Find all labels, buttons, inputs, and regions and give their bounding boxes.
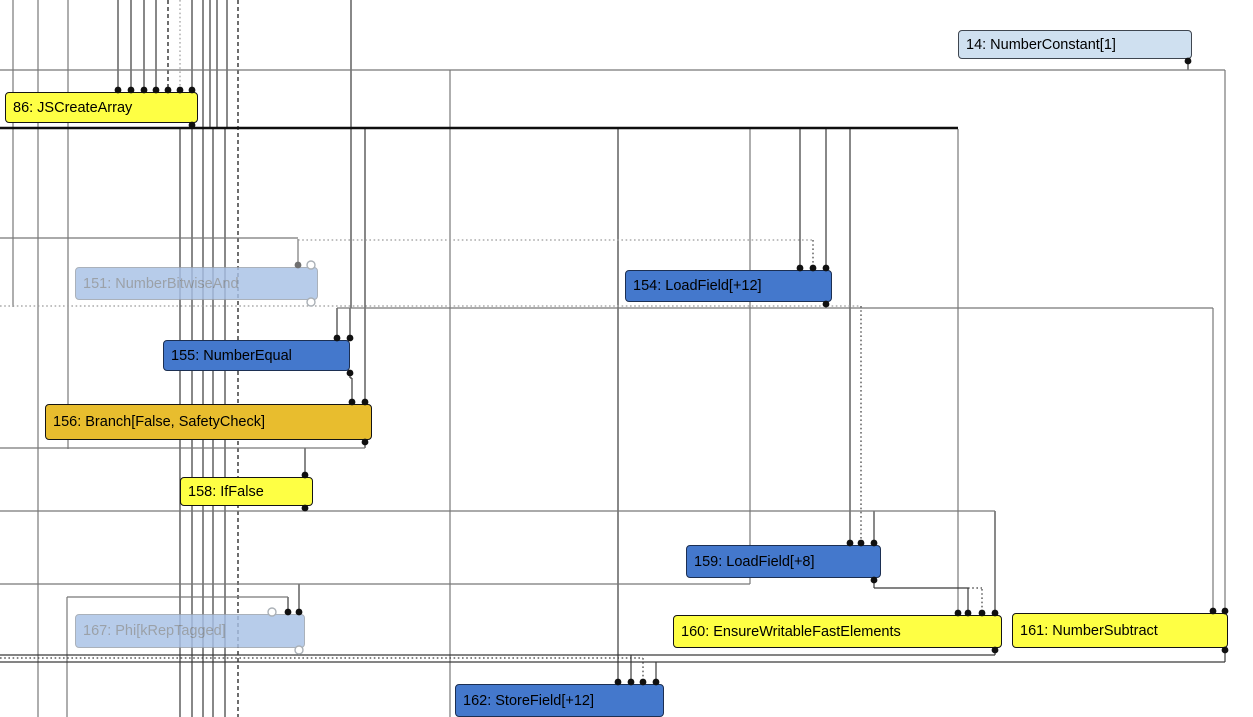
node-label: 86: JSCreateArray [13,99,133,116]
node-155[interactable]: 155: NumberEqual [163,340,350,371]
node-167[interactable]: 167: Phi[kRepTagged] [75,614,305,648]
node-158[interactable]: 158: IfFalse [180,477,313,506]
node-label: 158: IfFalse [188,483,264,500]
node-156[interactable]: 156: Branch[False, SafetyCheck] [45,404,372,440]
node-label: 14: NumberConstant[1] [966,36,1116,53]
node-label: 160: EnsureWritableFastElements [681,623,901,640]
node-label: 154: LoadField[+12] [633,278,762,294]
node-label: 167: Phi[kRepTagged] [83,623,226,639]
node-14[interactable]: 14: NumberConstant[1] [958,30,1192,59]
node-86[interactable]: 86: JSCreateArray [5,92,198,123]
node-label: 151: NumberBitwiseAnd [83,275,239,292]
node-159[interactable]: 159: LoadField[+8] [686,545,881,578]
node-label: 155: NumberEqual [171,347,292,364]
node-161[interactable]: 161: NumberSubtract [1012,613,1228,648]
node-label: 159: LoadField[+8] [694,553,815,570]
node-label: 161: NumberSubtract [1020,622,1158,639]
node-label: 162: StoreField[+12] [463,692,594,709]
node-154[interactable]: 154: LoadField[+12] [625,270,832,302]
node-label: 156: Branch[False, SafetyCheck] [53,414,265,430]
node-151[interactable]: 151: NumberBitwiseAnd [75,267,318,300]
node-160[interactable]: 160: EnsureWritableFastElements [673,615,1002,648]
node-162[interactable]: 162: StoreField[+12] [455,684,664,717]
